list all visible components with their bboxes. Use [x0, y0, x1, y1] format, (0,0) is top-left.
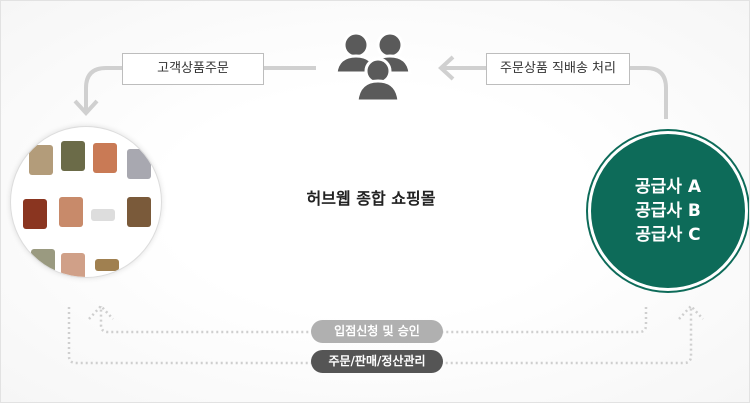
- customer-order-label: 고객상품주문: [122, 53, 264, 85]
- shop-products-image: [10, 126, 162, 278]
- arrow-up-icon: [88, 304, 114, 320]
- order-manage-pill: 주문/판매/정산관리: [311, 350, 443, 373]
- supplier-a: 공급사 A: [635, 177, 701, 197]
- users-group-icon: [334, 31, 412, 103]
- supplier-circle: 공급사 A 공급사 B 공급사 C: [588, 131, 748, 291]
- arrow-left-icon: [438, 55, 455, 81]
- customer-order-line: [84, 66, 316, 113]
- supplier-c: 공급사 C: [635, 225, 701, 245]
- hub-title: 허브웹 종합 쇼핑몰: [306, 189, 436, 208]
- manage-line: [67, 306, 693, 365]
- apply-line: [99, 306, 648, 334]
- shipping-line: [441, 66, 668, 119]
- top-arrows: [73, 55, 668, 119]
- direct-shipping-label: 주문상품 직배송 처리: [486, 53, 630, 85]
- bottom-arrows: [67, 304, 704, 365]
- arrow-up-icon: [678, 304, 704, 320]
- apply-approve-pill: 입점신청 및 승인: [311, 320, 443, 343]
- supplier-b: 공급사 B: [635, 201, 701, 221]
- arrow-down-icon: [73, 99, 99, 116]
